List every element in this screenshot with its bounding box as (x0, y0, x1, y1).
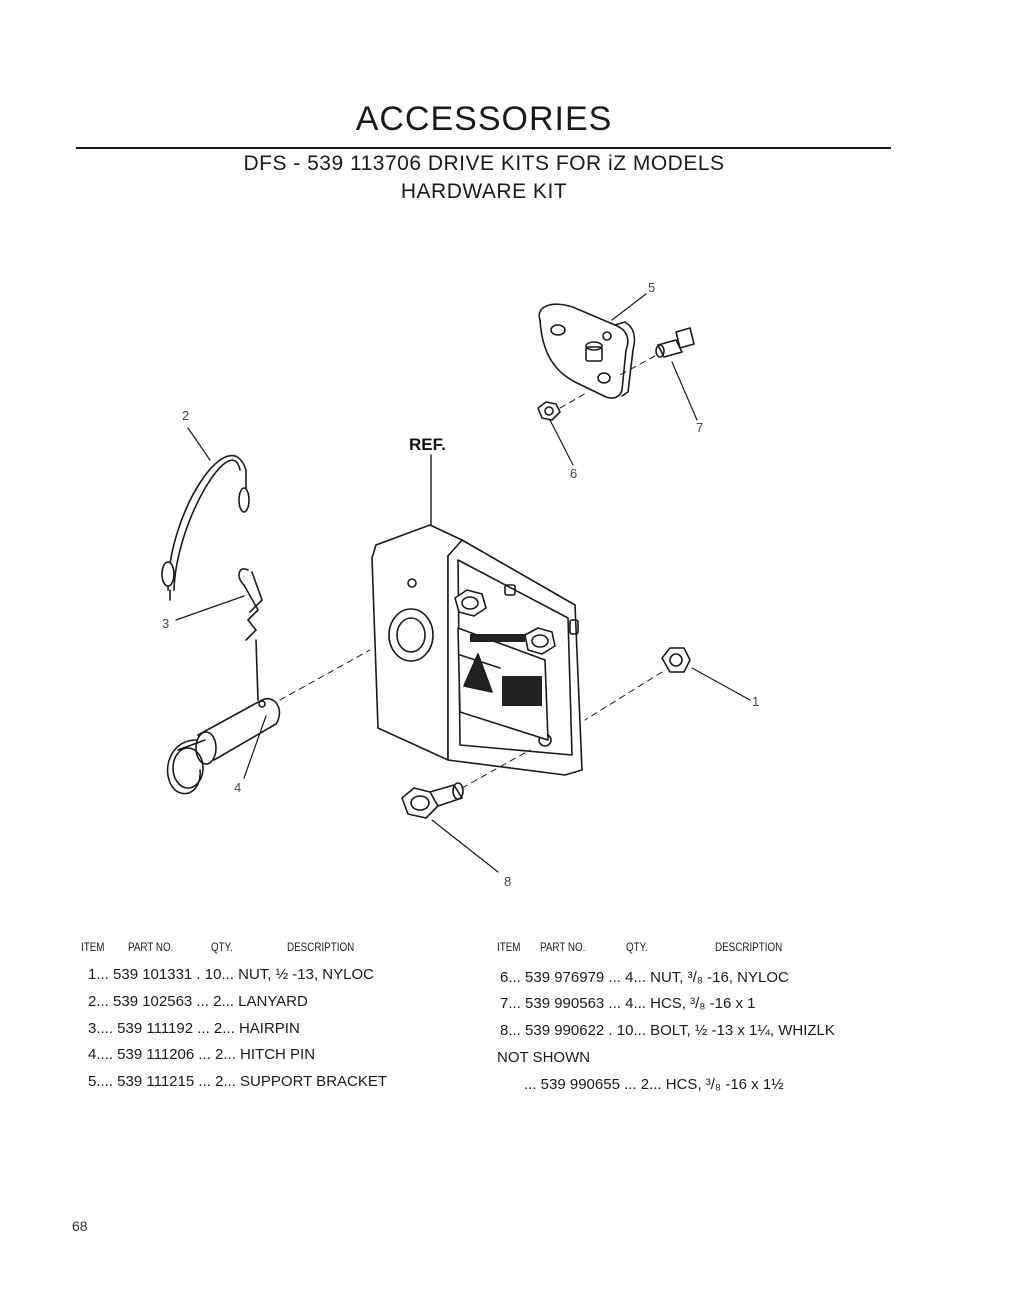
whizlock-bolt-drawing (401, 782, 464, 819)
col-part-left: PART NO. (128, 940, 174, 954)
hcs-bolt-drawing (655, 327, 695, 358)
part-row: 6... 539 976979 ... 4... NUT, ³/₈ -16, N… (500, 969, 789, 986)
support-bracket-drawing (538, 303, 636, 399)
hitch-pin-drawing (166, 697, 281, 795)
lanyard-drawing (161, 454, 250, 601)
subtitle-kit: DFS - 539 113706 DRIVE KITS FOR iZ MODEL… (243, 152, 725, 175)
parts-diagram: 5 7 6 2 3 4 1 8 REF. (161, 280, 759, 889)
part-row: 5.... 539 111215 ... 2... SUPPORT BRACKE… (88, 1073, 388, 1090)
callout-6: 6 (570, 466, 577, 481)
nut-drawing (661, 647, 691, 673)
col-desc-right: DESCRIPTION (715, 940, 783, 954)
callout-3: 3 (162, 616, 169, 631)
part-row: ... 539 990655 ... 2... HCS, ³/₈ -16 x 1… (524, 1076, 784, 1093)
col-qty-left: QTY. (211, 940, 233, 954)
col-item-left: ITEM (81, 940, 105, 954)
callout-4: 4 (234, 780, 241, 795)
page-number: 68 (72, 1218, 88, 1234)
drive-bracket-drawing (371, 524, 583, 776)
title-rule (76, 147, 891, 149)
callout-7: 7 (696, 420, 703, 435)
callout-5: 5 (648, 280, 655, 295)
nylock-nut-drawing (537, 401, 561, 421)
col-desc-left: DESCRIPTION (287, 940, 355, 954)
subtitle-hardware: HARDWARE KIT (400, 180, 568, 203)
part-row: 1... 539 101331 . 10... NUT, ½ -13, NYLO… (88, 966, 374, 983)
callout-1: 1 (752, 694, 759, 709)
part-row: 8... 539 990622 . 10... BOLT, ½ -13 x 1¼… (500, 1022, 835, 1039)
part-row: 2... 539 102563 ... 2... LANYARD (88, 993, 308, 1010)
hairpin-drawing (238, 568, 263, 701)
col-qty-right: QTY. (626, 940, 648, 954)
ref-label: REF. (409, 435, 446, 454)
part-row: 4.... 539 111206 ... 2... HITCH PIN (88, 1046, 316, 1063)
part-row: 7... 539 990563 ... 4... HCS, ³/₈ -16 x … (500, 995, 756, 1012)
callout-8: 8 (504, 874, 511, 889)
not-shown-label: NOT SHOWN (497, 1049, 591, 1066)
part-row: 3.... 539 111192 ... 2... HAIRPIN (88, 1020, 300, 1037)
page-title: ACCESSORIES (355, 100, 613, 138)
col-item-right: ITEM (497, 940, 521, 954)
col-part-right: PART NO. (540, 940, 586, 954)
callout-2: 2 (182, 408, 189, 423)
